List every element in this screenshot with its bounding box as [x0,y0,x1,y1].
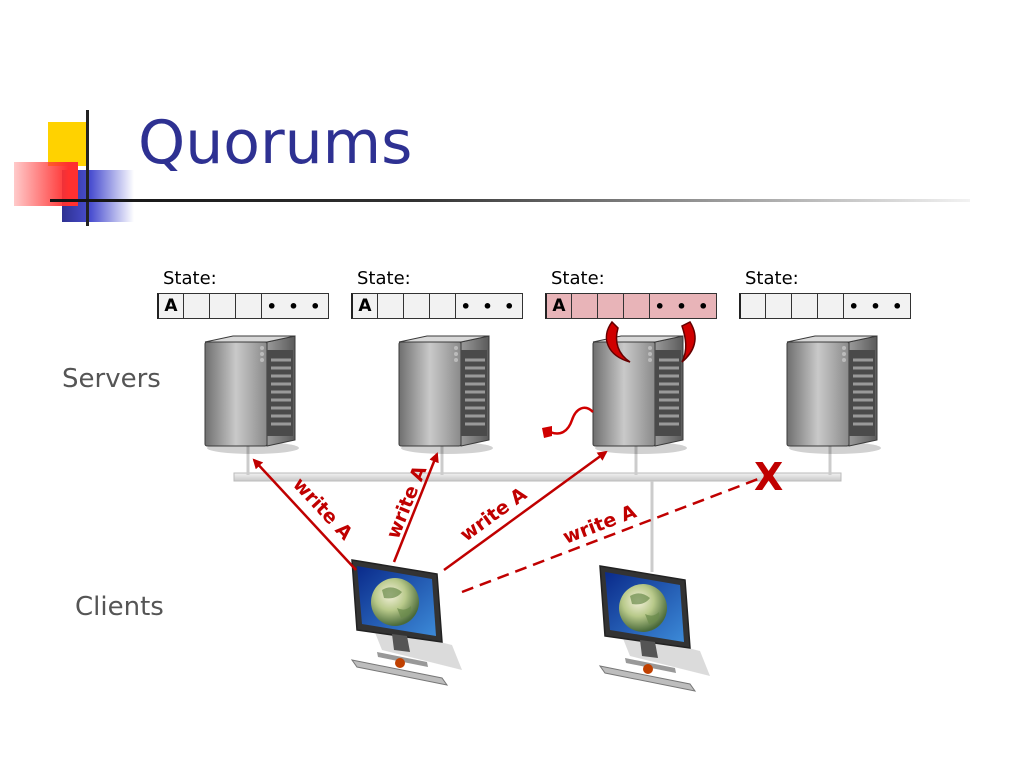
state-cell [765,293,791,319]
state-cell [623,293,649,319]
server-1-state-table: A • • • [157,293,329,319]
state-cell [183,293,209,319]
client-2-icon [599,565,711,692]
clients-label: Clients [75,592,164,622]
state-cell [235,293,261,319]
server-1-icon [203,334,301,456]
state-cell [739,293,765,319]
deco-vertical-line [86,110,89,226]
devil-tail-icon [549,406,594,435]
write-arrow-server-1 [252,458,357,571]
devil-horn-left-icon [605,320,631,363]
server-4-state-label: State: [745,268,799,289]
state-cell: A [157,293,183,319]
server-1-state-label: State: [163,268,217,289]
server-3-state-table: A • • • [545,293,717,319]
state-cell [571,293,597,319]
state-cell [429,293,455,319]
state-cell [403,293,429,319]
server-2-icon [397,334,495,456]
state-cell [817,293,843,319]
deco-red-square [14,162,78,206]
write-arrow-server-3 [443,450,608,572]
server-4-icon [785,334,883,456]
title-underline [50,199,970,202]
server-2-state-table: A • • • [351,293,523,319]
write-label-4: write A [560,501,640,549]
state-cell: A [545,293,571,319]
client-1-icon [351,559,463,686]
server-2-state-label: State: [357,268,411,289]
state-cell [209,293,235,319]
state-cell [791,293,817,319]
state-cell [597,293,623,319]
page-title: Quorums [138,108,413,178]
devil-horn-right-icon [681,321,696,363]
state-cell [377,293,403,319]
state-cell-ellipsis: • • • [843,293,911,319]
failure-x-icon: X [754,455,783,499]
server-3-icon [591,334,689,456]
write-arrow-server-4-lost [461,474,767,594]
devil-tail-tip-icon [542,426,552,438]
state-cell-ellipsis: • • • [649,293,717,319]
servers-label: Servers [62,364,161,394]
server-4-state-table: • • • [739,293,911,319]
deco-yellow-square [48,122,88,166]
state-cell: A [351,293,377,319]
write-arrow-server-2 [392,452,439,563]
server-3-state-label: State: [551,268,605,289]
network-bus [233,472,842,482]
state-cell-ellipsis: • • • [261,293,329,319]
state-cell-ellipsis: • • • [455,293,523,319]
